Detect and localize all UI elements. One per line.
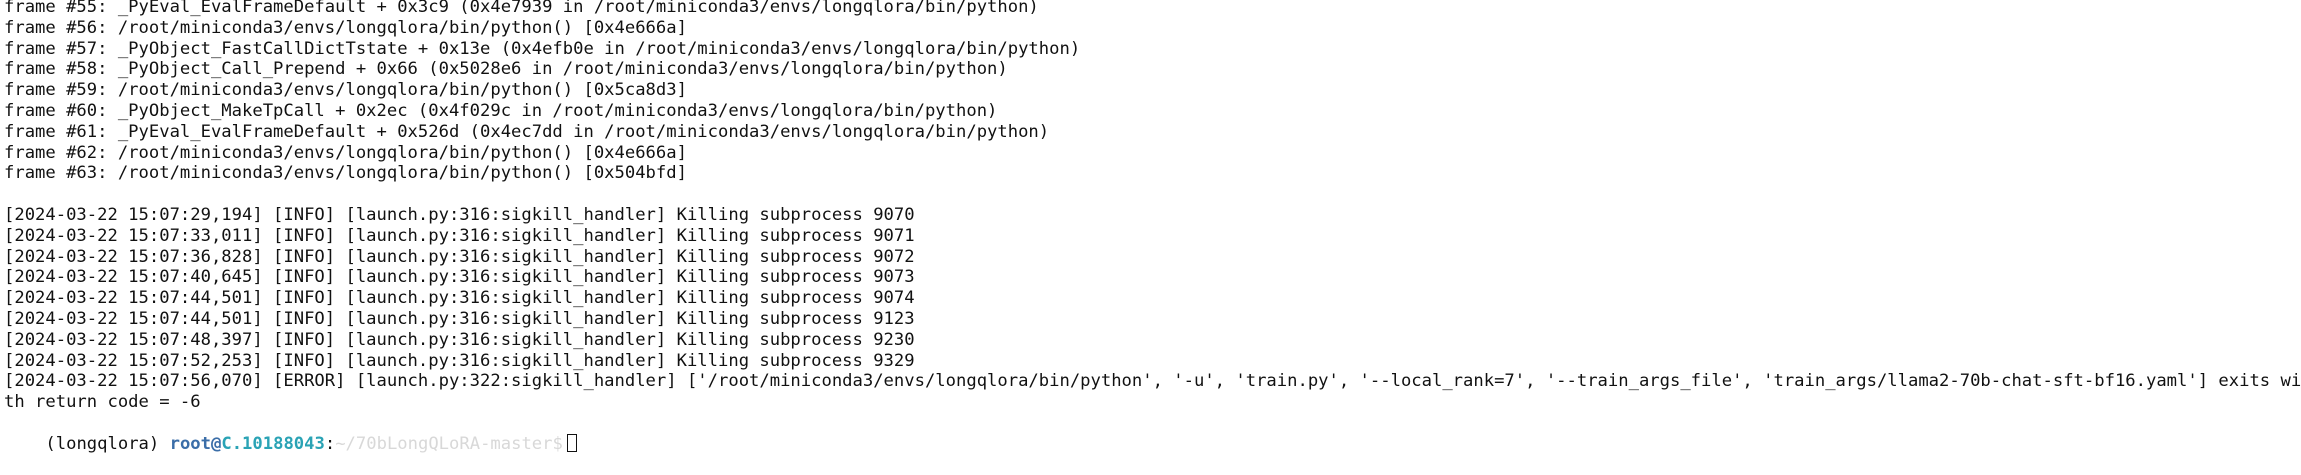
- output-line-frame-58: frame #58: _PyObject_Call_Prepend + 0x66…: [4, 59, 1008, 80]
- output-line-log-9074: [2024-03-22 15:07:44,501] [INFO] [launch…: [4, 288, 915, 309]
- output-line-log-9071: [2024-03-22 15:07:33,011] [INFO] [launch…: [4, 225, 915, 246]
- output-line-blank: [4, 184, 2226, 205]
- output-line-frame-56: frame #56: /root/miniconda3/envs/longqlo…: [4, 17, 687, 38]
- output-line-log-9230: [2024-03-22 15:07:48,397] [INFO] [launch…: [4, 329, 915, 350]
- output-line-log-9073: [2024-03-22 15:07:40,645] [INFO] [launch…: [4, 267, 915, 288]
- output-line-frame-59: frame #59: /root/miniconda3/envs/longqlo…: [4, 80, 687, 101]
- shell-prompt-line[interactable]: (longqlora) root@C.10188043:~/70bLongQLo…: [4, 413, 2226, 454]
- output-line-frame-60: frame #60: _PyObject_MakeTpCall + 0x2ec …: [4, 101, 998, 121]
- output-line-log-9070: [2024-03-22 15:07:29,194] [INFO] [launch…: [4, 205, 915, 225]
- prompt-colon: :: [324, 433, 336, 454]
- output-line-frame-55: frame #55: _PyEval_EvalFrameDefault + 0x…: [4, 0, 1039, 17]
- output-line-error: [2024-03-22 15:07:56,070] [ERROR] [launc…: [4, 371, 2301, 392]
- output-line-frame-57: frame #57: _PyObject_FastCallDictTstate …: [4, 38, 1081, 59]
- output-line-frame-62: frame #62: /root/miniconda3/envs/longqlo…: [4, 142, 687, 163]
- output-line-log-9072: [2024-03-22 15:07:36,828] [INFO] [launch…: [4, 246, 915, 267]
- output-line-error-wrap: th return code = -6: [4, 392, 201, 413]
- prompt-at-sign: @: [211, 433, 222, 454]
- output-line-frame-63: frame #63: /root/miniconda3/envs/longqlo…: [4, 163, 687, 184]
- output-line-log-9329: [2024-03-22 15:07:52,253] [INFO] [launch…: [4, 350, 915, 371]
- prompt-path: ~/70bLongQLoRA-master$: [335, 433, 563, 454]
- prompt-host: C.10188043: [221, 433, 325, 454]
- output-line-frame-61: frame #61: _PyEval_EvalFrameDefault + 0x…: [4, 121, 1050, 142]
- prompt-user: root: [169, 433, 211, 454]
- prompt-conda-env: (longqlora): [45, 433, 170, 454]
- terminal-window[interactable]: frame #55: _PyEval_EvalFrameDefault + 0x…: [0, 0, 2301, 454]
- output-line-log-9123: [2024-03-22 15:07:44,501] [INFO] [launch…: [4, 309, 915, 329]
- cursor-block-icon[interactable]: [566, 433, 577, 452]
